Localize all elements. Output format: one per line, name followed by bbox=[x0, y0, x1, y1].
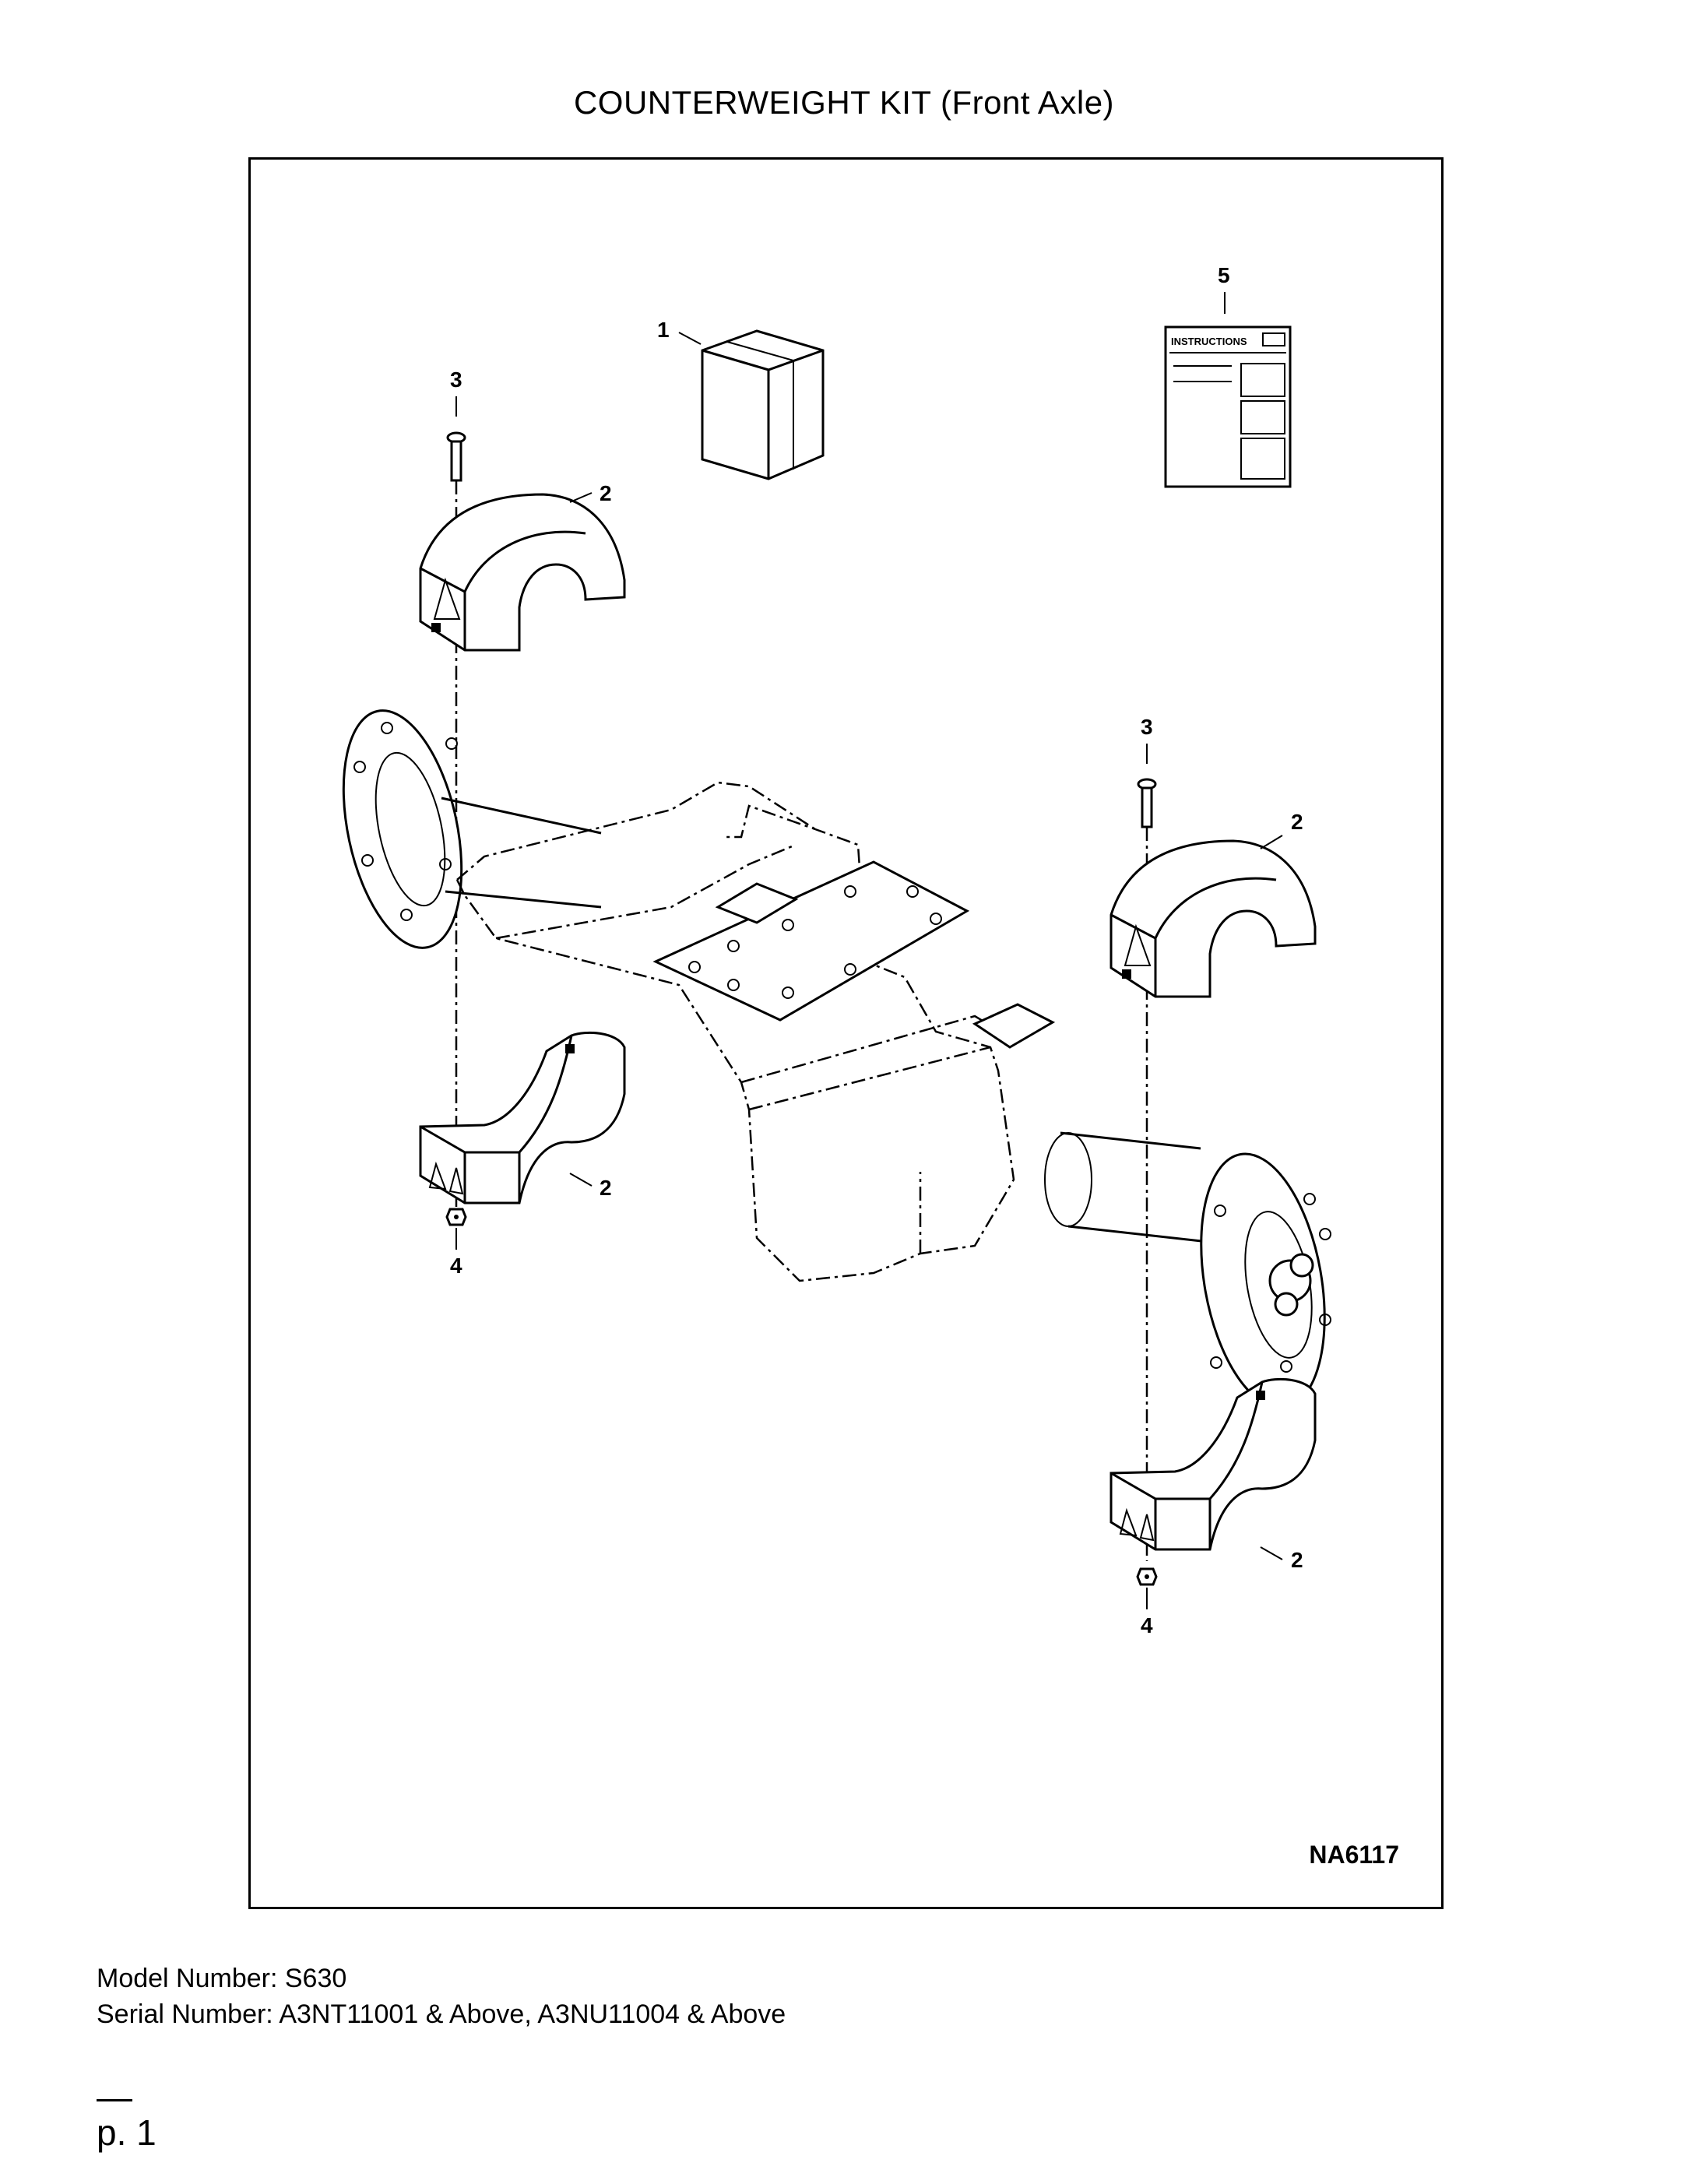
leader-cw-lower-right bbox=[1260, 1546, 1283, 1560]
page-number: p. 1 bbox=[97, 2112, 156, 2153]
callout-nut-right: 4 bbox=[1141, 1613, 1153, 1637]
counterweight-upper-right-part bbox=[1110, 839, 1317, 998]
leader-kit-box bbox=[678, 332, 702, 345]
bolt-right-part bbox=[1137, 778, 1157, 828]
nut-right-part bbox=[1136, 1567, 1158, 1586]
leader-cw-upper-left bbox=[569, 492, 593, 503]
drawing-id: NA6117 bbox=[1309, 1841, 1399, 1869]
callout-bolt-left: 3 bbox=[450, 368, 462, 392]
instructions-label: INSTRUCTIONS bbox=[1171, 336, 1247, 347]
bolt-left-part bbox=[446, 431, 466, 482]
counterweight-upper-left-part bbox=[419, 493, 626, 652]
callout-cw-upper-right: 2 bbox=[1291, 810, 1303, 834]
kit-box-part bbox=[701, 329, 825, 480]
callout-cw-upper-left: 2 bbox=[600, 481, 612, 505]
leader-cw-upper-right bbox=[1260, 835, 1283, 849]
parts-diagram-frame: 1 INSTRUCTIONS 5 3 bbox=[248, 157, 1444, 1909]
counterweight-lower-right-part bbox=[1110, 1377, 1317, 1551]
callout-cw-lower-right: 2 bbox=[1291, 1548, 1303, 1572]
counterweight-lower-left-part bbox=[419, 1031, 626, 1205]
callout-nut-left: 4 bbox=[450, 1254, 462, 1278]
exploded-view-drawing: 1 INSTRUCTIONS 5 3 bbox=[342, 263, 1331, 1637]
axle-housing-part bbox=[342, 709, 1331, 1409]
callout-kit-box: 1 bbox=[657, 318, 670, 342]
callout-instructions: 5 bbox=[1218, 263, 1230, 287]
callout-cw-lower-left: 2 bbox=[600, 1176, 612, 1200]
page-number-rule bbox=[97, 2099, 132, 2101]
serial-number: Serial Number: A3NT11001 & Above, A3NU11… bbox=[97, 1999, 786, 2029]
nut-left-part bbox=[445, 1208, 467, 1226]
model-number: Model Number: S630 bbox=[97, 1964, 347, 1993]
instructions-sheet-part: INSTRUCTIONS bbox=[1164, 325, 1292, 488]
leader-cw-lower-left bbox=[569, 1173, 593, 1187]
page-title: COUNTERWEIGHT KIT (Front Axle) bbox=[573, 84, 1115, 121]
callout-bolt-right: 3 bbox=[1141, 715, 1153, 739]
